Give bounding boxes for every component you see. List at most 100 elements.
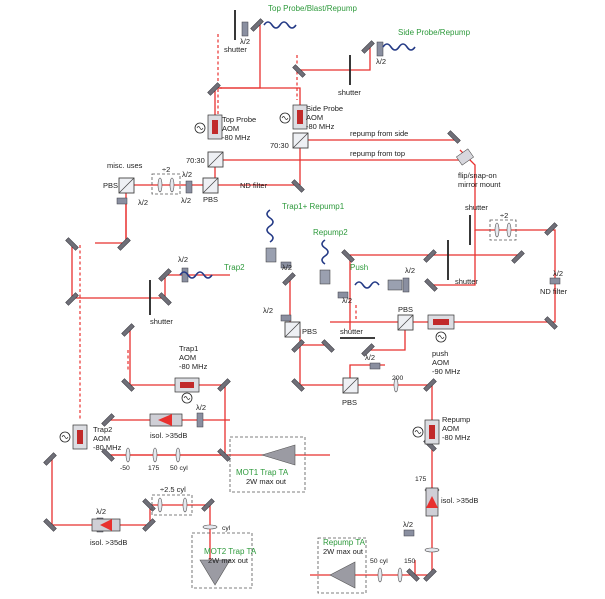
waveplate-icon	[376, 41, 384, 57]
label-trap2-aom: Trap2	[93, 425, 112, 434]
label-repump-aom: AOM	[442, 424, 459, 433]
mirror-icon	[250, 18, 264, 32]
label-pbs: PBS	[203, 195, 218, 204]
pbs-cube-70-30-left	[207, 151, 224, 168]
label-lambda2: λ/2	[403, 520, 413, 529]
mirror-icon	[424, 278, 438, 292]
mot1-ta-box	[229, 436, 306, 493]
lens-icon	[125, 447, 131, 463]
label-push-aom: AOM	[432, 358, 449, 367]
aom-side-probe	[292, 104, 308, 130]
label-push-fiber: Push	[350, 263, 368, 272]
label-side-probe-aom: AOM	[306, 113, 323, 122]
mirror-icon	[423, 249, 437, 263]
lens-icon	[506, 222, 512, 238]
mirror-icon	[158, 268, 172, 282]
aom-top-probe	[207, 114, 223, 140]
label-side-probe-aom: Side Probe	[306, 104, 343, 113]
label-repump-aom: Repump	[442, 415, 470, 424]
lens-icon	[202, 524, 218, 530]
mirror-icon	[291, 179, 305, 193]
waveplate-icon	[116, 197, 128, 205]
label-shutter: shutter	[150, 317, 173, 326]
labels: Top Probe/Blast/Repump Side Probe/Repump…	[90, 4, 568, 565]
mirror-icon	[65, 292, 79, 306]
label-shutter: shutter	[465, 203, 488, 212]
label-lambda2: λ/2	[553, 269, 563, 278]
label-top-probe-fiber: Top Probe/Blast/Repump	[268, 4, 357, 13]
mirror-icon	[121, 323, 135, 337]
mirror-icon	[361, 40, 375, 54]
label-push-aom: push	[432, 349, 448, 358]
label-lens-50cyl: 50 cyl	[370, 558, 388, 565]
label-trap1-aom: AOM	[179, 353, 196, 362]
label-lens-50cyl: 50 cyl	[170, 465, 188, 472]
pbs-cube-misc	[118, 177, 135, 194]
label-div2-5-cyl: ÷2.5 cyl	[160, 485, 186, 494]
fiber-coupler-icon	[319, 269, 331, 285]
aom-push	[427, 314, 455, 330]
lens-icon	[377, 567, 383, 583]
fiber-coupler-icon	[265, 247, 277, 263]
fiber-repump2-icon	[321, 239, 329, 265]
lens-icon	[393, 377, 399, 393]
label-lens-175: 175	[415, 476, 427, 483]
label-repump-from-side: repump from side	[350, 129, 408, 138]
flip-mirror-mount-icon	[456, 148, 474, 166]
label-trap1-aom: Trap1	[179, 344, 198, 353]
mirror-icon	[544, 316, 558, 330]
label-shutter: shutter	[455, 277, 478, 286]
label-lens-175: 175	[148, 465, 160, 472]
label-misc-uses: misc. uses	[107, 161, 143, 170]
label-repump-from-top: repump from top	[350, 149, 405, 158]
label-shutter: shutter	[340, 327, 363, 336]
mirror-icon	[101, 413, 115, 427]
waveplate-icon	[369, 362, 381, 370]
beamsplitters	[118, 132, 414, 394]
mirror-icon	[544, 222, 558, 236]
mirror-icon	[291, 339, 305, 353]
isolator-trap1-icon	[149, 413, 183, 427]
beam-side-probe-b	[300, 45, 371, 71]
label-lens-200: 200	[392, 375, 404, 382]
beam-reducer-box-right	[489, 219, 517, 241]
ta-mot2-icon	[199, 559, 231, 586]
label-flip-mount: mirror mount	[458, 180, 501, 189]
mirror-icon	[121, 378, 135, 392]
label-lambda2: λ/2	[138, 198, 148, 207]
label-mot1-ta: 2W max out	[246, 477, 287, 486]
label-lambda2: λ/2	[196, 403, 206, 412]
lens-icon	[494, 222, 500, 238]
mirror-icon	[406, 568, 420, 582]
fiber-top-probe-icon	[263, 21, 297, 29]
label-div2: ÷2	[500, 211, 508, 220]
pbs-cube-push	[397, 314, 414, 331]
mirror-icon	[282, 272, 296, 286]
label-ratio-70-30: 70:30	[270, 141, 289, 150]
waveplate-icon	[549, 277, 561, 285]
pbs-cube-repump	[342, 377, 359, 394]
mirror-icon	[158, 292, 172, 306]
waveplate-icon	[185, 180, 193, 194]
label-lambda2: λ/2	[178, 255, 188, 264]
fiber-trap2-icon	[179, 271, 213, 279]
label-lambda2: λ/2	[376, 57, 386, 66]
label-pbs: PBS	[398, 305, 413, 314]
beam-reducer-box-mot2	[151, 494, 193, 516]
mirror-icon	[291, 378, 305, 392]
mirror-icon	[361, 343, 375, 357]
mirror-icon	[217, 448, 231, 462]
label-repump2-fiber: Repump2	[313, 228, 348, 237]
label-lambda2: λ/2	[342, 296, 352, 305]
label-lambda2: λ/2	[263, 306, 273, 315]
aom-trap2	[72, 424, 88, 450]
beam-trap2-fiber	[164, 274, 230, 298]
mirror-icon	[101, 448, 115, 462]
waveplate-icon	[196, 412, 204, 428]
isolator-repump-icon	[425, 487, 439, 517]
label-trap2-fiber: Trap2	[224, 263, 245, 272]
mirror-icon	[321, 339, 335, 353]
ta-mot1-icon	[260, 444, 296, 466]
lens-icon	[424, 547, 440, 553]
beam-trap1	[129, 330, 225, 386]
